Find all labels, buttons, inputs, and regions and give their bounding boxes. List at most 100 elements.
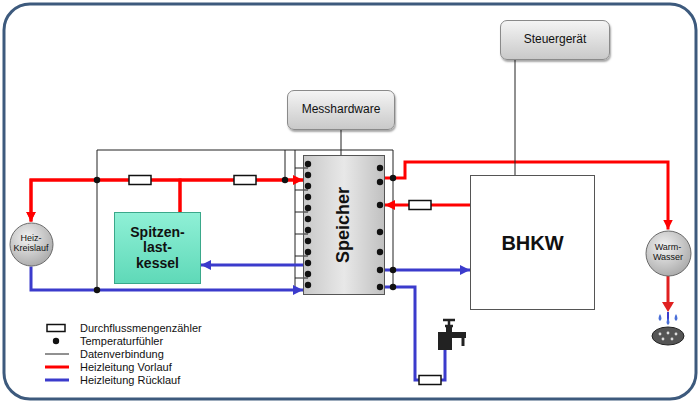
water-drops bbox=[659, 314, 678, 325]
legend-swatch bbox=[44, 362, 70, 372]
flow-meter bbox=[409, 201, 431, 210]
temperature-sensor bbox=[305, 260, 311, 266]
node-texts: Speicher bbox=[334, 187, 354, 263]
heating-circuit-circle: Heiz- Kreislauf bbox=[9, 222, 54, 267]
temperature-sensor bbox=[305, 161, 311, 167]
temperature-sensor bbox=[305, 249, 311, 255]
legend-label: Heizleitung Vorlauf bbox=[80, 361, 172, 373]
legend-sample bbox=[45, 378, 69, 381]
temperature-sensor bbox=[377, 229, 383, 235]
data-bus bbox=[97, 150, 393, 151]
temperature-sensor bbox=[305, 183, 311, 189]
circle-shape bbox=[10, 223, 53, 266]
svg-part bbox=[659, 314, 662, 321]
temperature-sensor bbox=[305, 227, 311, 233]
temperature-sensor bbox=[390, 175, 396, 181]
legend-row: Temperaturfühler bbox=[44, 334, 202, 347]
node-texts: Steuergerät bbox=[524, 33, 587, 46]
legend-row: Heizleitung Rücklauf bbox=[44, 373, 202, 386]
legend-sample bbox=[45, 365, 69, 368]
peak-boiler-box: Spitzen- last- kessel bbox=[114, 212, 201, 284]
temperature-sensor bbox=[377, 179, 383, 185]
sensor-wire bbox=[295, 234, 308, 235]
node-texts: Spitzen- last- kessel bbox=[121, 225, 194, 271]
node-label: Messhardware bbox=[302, 103, 381, 116]
circle-shape bbox=[646, 231, 691, 276]
control-unit-box: Steuergerät bbox=[500, 20, 610, 60]
cold-water-pipe bbox=[385, 287, 445, 380]
temperature-sensor bbox=[377, 249, 383, 255]
temperature-sensor bbox=[305, 216, 311, 222]
node-label: BHKW bbox=[501, 232, 563, 254]
sensor-wire bbox=[295, 278, 308, 279]
temperature-sensor bbox=[390, 284, 396, 290]
shower-hole bbox=[662, 338, 665, 341]
data-connection bbox=[515, 60, 516, 175]
data-wires bbox=[97, 150, 393, 290]
data-wire bbox=[295, 150, 296, 290]
shower-pipe bbox=[667, 276, 670, 304]
temperature-sensor bbox=[305, 282, 311, 288]
flow-meter bbox=[129, 176, 151, 185]
tap-handle bbox=[443, 320, 455, 326]
temperature-sensor bbox=[390, 267, 396, 273]
temperature-sensor bbox=[377, 165, 383, 171]
shower-hole bbox=[671, 338, 674, 341]
sensor-wire bbox=[295, 212, 308, 213]
node-label: Steuergerät bbox=[524, 33, 587, 46]
temperature-sensor bbox=[377, 267, 383, 273]
hot-water-circle: Warm- Wasser bbox=[645, 230, 692, 277]
legend: DurchflussmengenzählerTemperaturfühlerDa… bbox=[44, 321, 202, 386]
data-connection bbox=[341, 130, 342, 155]
sensor-wire bbox=[295, 256, 308, 257]
node-label: Heiz- Kreislauf bbox=[11, 234, 51, 254]
svg-part bbox=[667, 318, 670, 325]
legend-label: Heizleitung Rücklauf bbox=[80, 374, 180, 386]
measurement-box: Messhardware bbox=[287, 90, 395, 130]
data-wire bbox=[97, 150, 98, 290]
temperature-sensor bbox=[94, 177, 100, 183]
return-pipe bbox=[201, 264, 303, 267]
temperature-sensor bbox=[377, 284, 383, 290]
legend-swatch bbox=[44, 336, 70, 346]
legend-row: Datenverbindung bbox=[44, 347, 202, 360]
svg-part bbox=[675, 314, 678, 321]
shower-hole bbox=[659, 333, 662, 336]
flow-meter bbox=[234, 176, 256, 185]
node-label: Speicher bbox=[334, 187, 354, 263]
node-texts: Warm- Wasser bbox=[647, 243, 689, 263]
shower-head bbox=[652, 327, 684, 345]
temperature-sensor bbox=[305, 238, 311, 244]
sensor-wire bbox=[295, 190, 308, 191]
legend-swatch bbox=[44, 349, 70, 359]
data-wire bbox=[285, 150, 286, 180]
return-pipe bbox=[385, 269, 470, 272]
node-label: Spitzen- last- kessel bbox=[121, 225, 194, 271]
shower-holes bbox=[659, 332, 678, 341]
tap-symbol bbox=[438, 320, 466, 350]
shower-hole bbox=[675, 333, 678, 336]
temperature-sensor bbox=[377, 202, 383, 208]
legend-label: Temperaturfühler bbox=[80, 335, 163, 347]
chp-unit-box: BHKW bbox=[470, 175, 595, 310]
sensor-wire bbox=[295, 168, 308, 169]
legend-swatch bbox=[44, 375, 70, 385]
node-texts: Heiz- Kreislauf bbox=[11, 234, 51, 254]
legend-swatch bbox=[44, 323, 70, 333]
temperature-sensor bbox=[94, 287, 100, 293]
cold-water-line bbox=[385, 287, 445, 380]
temperature-sensor bbox=[305, 172, 311, 178]
storage-tank-box: Speicher bbox=[303, 155, 385, 295]
shower-symbol bbox=[652, 276, 684, 345]
legend-label: Datenverbindung bbox=[80, 348, 164, 360]
legend-label: Durchflussmengenzähler bbox=[80, 322, 202, 334]
legend-row: Durchflussmengenzähler bbox=[44, 321, 202, 334]
legend-sample bbox=[45, 353, 69, 354]
flow-meter bbox=[419, 376, 441, 385]
node-label: Warm- Wasser bbox=[647, 243, 689, 263]
outer-frame bbox=[4, 4, 696, 399]
node-texts: Messhardware bbox=[302, 103, 381, 116]
storage-fill bbox=[303, 155, 385, 295]
node-texts: BHKW bbox=[501, 232, 563, 254]
